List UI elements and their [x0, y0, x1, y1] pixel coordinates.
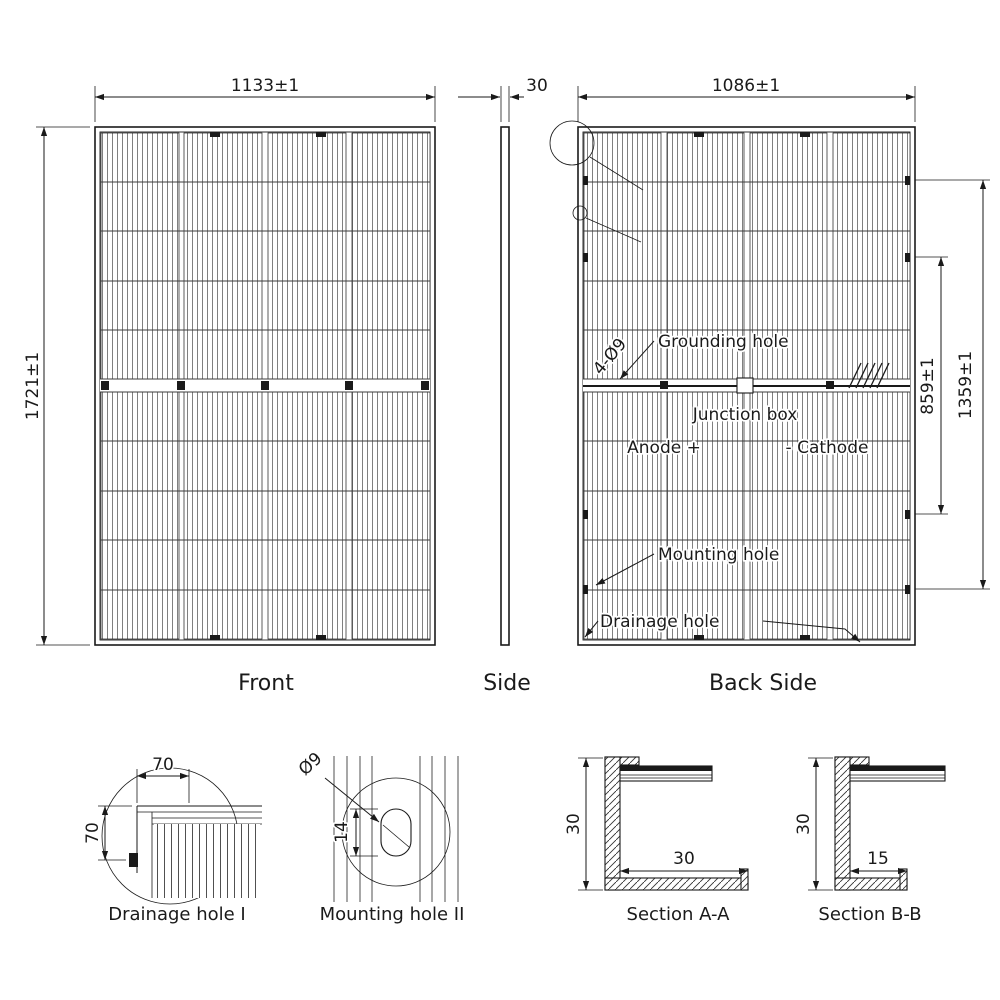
section-aa-height-dimension: 30: [563, 757, 603, 891]
back-width-dim-text: 1086±1: [712, 76, 780, 96]
inner-hole-spacing-dim-text: 859±1: [918, 357, 938, 415]
section-aa: 30 30 Section A-A: [563, 756, 749, 925]
mounting-slot-length-dim-text: 14: [332, 821, 352, 843]
back-frame-clips: [694, 132, 810, 640]
cathode-label: - Cathode: [786, 438, 869, 458]
front-height-dim-text: 1721±1: [23, 352, 43, 420]
side-view-label: Side: [483, 671, 531, 696]
outer-hole-spacing-dim-text: 1359±1: [956, 351, 976, 419]
section-aa-base-dimension: 30: [620, 848, 748, 875]
anode-label: Anode +: [627, 438, 701, 458]
drainage-horizontal-dimension: 70: [136, 754, 190, 803]
section-aa-label: Section A-A: [627, 904, 731, 925]
section-bb-profile: [834, 756, 946, 891]
drainage-hole-detail: 70 70 Drainage hole I: [82, 754, 262, 925]
drainage-corner-drawing: [129, 805, 262, 898]
front-cell-rows: [100, 181, 430, 591]
drainage-detail-callout-circle: [549, 120, 595, 166]
side-view: 30 Side: [458, 76, 548, 696]
junction-box-rail: [583, 362, 910, 394]
mounting-slot-length-dimension: 14: [331, 808, 378, 857]
back-outer-hole-spacing-dimension: 1359±1: [915, 179, 990, 590]
detail-boundary-circle: [341, 777, 451, 887]
front-frame-clips: [210, 132, 326, 640]
front-panel: [94, 126, 436, 646]
section-aa-base-dim-text: 30: [673, 849, 695, 869]
junction-box: [736, 377, 754, 394]
back-inner-hole-spacing-dimension: 859±1: [915, 256, 948, 515]
back-view: 1086±1: [549, 76, 990, 696]
front-width-dim-text: 1133±1: [231, 76, 299, 96]
drainage-horizontal-dim-text: 70: [152, 755, 174, 775]
back-view-label: Back Side: [709, 671, 817, 696]
side-thickness-dimension: 30: [458, 76, 548, 122]
drainage-hole-mark: [129, 853, 138, 867]
junction-box-label: Junction box: [692, 405, 798, 425]
mounting-diameter-dim-text: Ø9: [295, 749, 326, 780]
drainage-vertical-dimension: 70: [82, 805, 132, 861]
section-aa-laminate: [619, 765, 713, 782]
front-center-gap: [100, 378, 430, 393]
front-height-dimension: 1721±1: [23, 126, 90, 646]
back-panel: [577, 126, 916, 646]
mounting-hole-detail: Ø9 14 Mounting hole II: [293, 747, 465, 925]
drainage-hole-label: Drainage hole: [600, 612, 719, 632]
section-bb-base-dimension: 15: [850, 848, 907, 875]
mounting-hole-label: Mounting hole: [658, 545, 779, 565]
back-width-dimension: 1086±1: [577, 76, 916, 122]
back-mounting-hole-marks: [583, 176, 910, 594]
side-profile: [500, 126, 510, 646]
detail-callouts: [549, 120, 644, 243]
section-bb-laminate: [849, 765, 946, 782]
section-bb-label: Section B-B: [818, 904, 921, 925]
mounting-slot: [380, 808, 412, 857]
side-thickness-dim-text: 30: [526, 76, 548, 96]
grounding-screw-hatch: [848, 362, 890, 389]
mounting-detail-label: Mounting hole II: [320, 904, 465, 925]
back-cell-rows: [583, 181, 910, 591]
section-bb-base-dim-text: 15: [867, 849, 889, 869]
front-view: 1133±1 1721±1: [23, 76, 436, 696]
section-bb: 30 15 Section B-B: [793, 756, 946, 925]
mounting-detail-callout-circle: [572, 205, 588, 221]
back-annotations: 4-Ø9 Grounding hole Junction box Anode +…: [584, 330, 870, 643]
section-aa-profile: [604, 756, 749, 891]
drainage-detail-label: Drainage hole I: [108, 904, 245, 925]
front-width-dimension: 1133±1: [94, 76, 436, 122]
grounding-hole-label: Grounding hole: [658, 332, 789, 352]
section-bb-height-dim-text: 30: [794, 813, 814, 835]
front-view-label: Front: [238, 671, 294, 696]
drainage-vertical-dim-text: 70: [83, 822, 103, 844]
section-bb-height-dimension: 30: [793, 757, 833, 891]
mounting-grid-lines: [333, 756, 459, 902]
section-aa-height-dim-text: 30: [564, 813, 584, 835]
